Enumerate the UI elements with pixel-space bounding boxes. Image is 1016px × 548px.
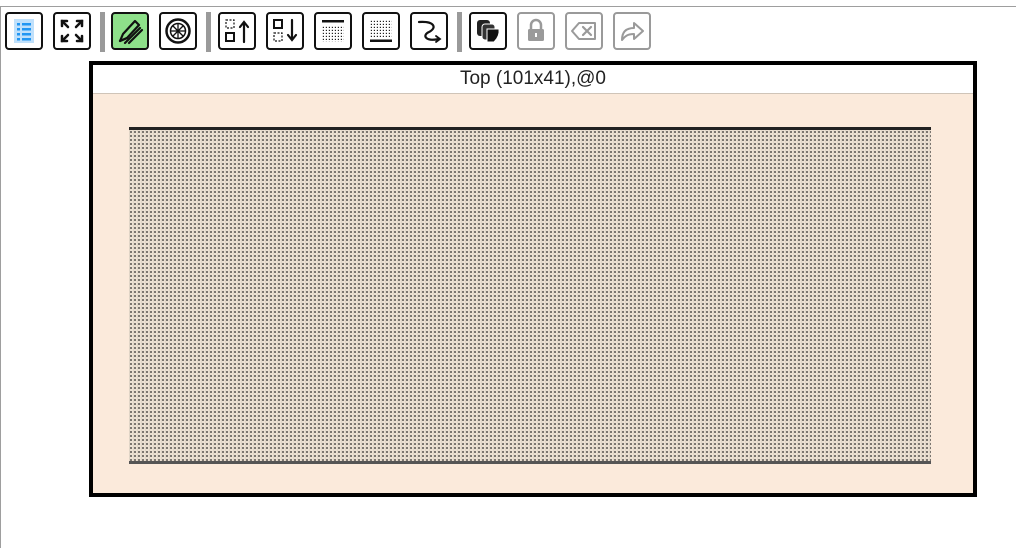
align-top-grid-icon xyxy=(322,20,344,42)
align-bottom-button[interactable] xyxy=(362,12,400,50)
pixel-grid[interactable] xyxy=(129,127,931,464)
canvas-panel: Top (101x41),@0 xyxy=(89,61,977,497)
toolbar-separator xyxy=(100,12,105,52)
delete-button[interactable] xyxy=(565,12,603,50)
move-down-icon xyxy=(273,18,298,42)
redo-button[interactable] xyxy=(613,12,651,50)
edit-mode-button[interactable] xyxy=(111,12,149,50)
move-down-button[interactable] xyxy=(266,12,304,50)
toolbar-separator xyxy=(457,12,462,52)
lock-icon xyxy=(528,18,544,41)
layers-icon xyxy=(477,20,500,43)
pencil-icon xyxy=(118,19,144,45)
align-top-button[interactable] xyxy=(314,12,352,50)
list-view-button[interactable] xyxy=(5,12,43,50)
expand-icon xyxy=(60,19,84,43)
wheel-icon xyxy=(165,18,191,44)
frame-left-border xyxy=(0,6,1,548)
backspace-icon xyxy=(571,22,596,40)
lock-button[interactable] xyxy=(517,12,555,50)
move-up-icon xyxy=(225,19,250,44)
wheel-button[interactable] xyxy=(159,12,197,50)
toolbar-separator xyxy=(206,12,211,52)
list-icon xyxy=(14,19,34,43)
redo-icon xyxy=(621,22,644,41)
move-up-button[interactable] xyxy=(218,12,256,50)
curve-icon xyxy=(417,20,442,43)
frame-top-border xyxy=(0,6,1016,7)
fullscreen-button[interactable] xyxy=(53,12,91,50)
panel-title: Top (101x41),@0 xyxy=(93,65,973,94)
curve-button[interactable] xyxy=(410,12,448,50)
layers-button[interactable] xyxy=(469,12,507,50)
align-bottom-grid-icon xyxy=(370,20,392,42)
